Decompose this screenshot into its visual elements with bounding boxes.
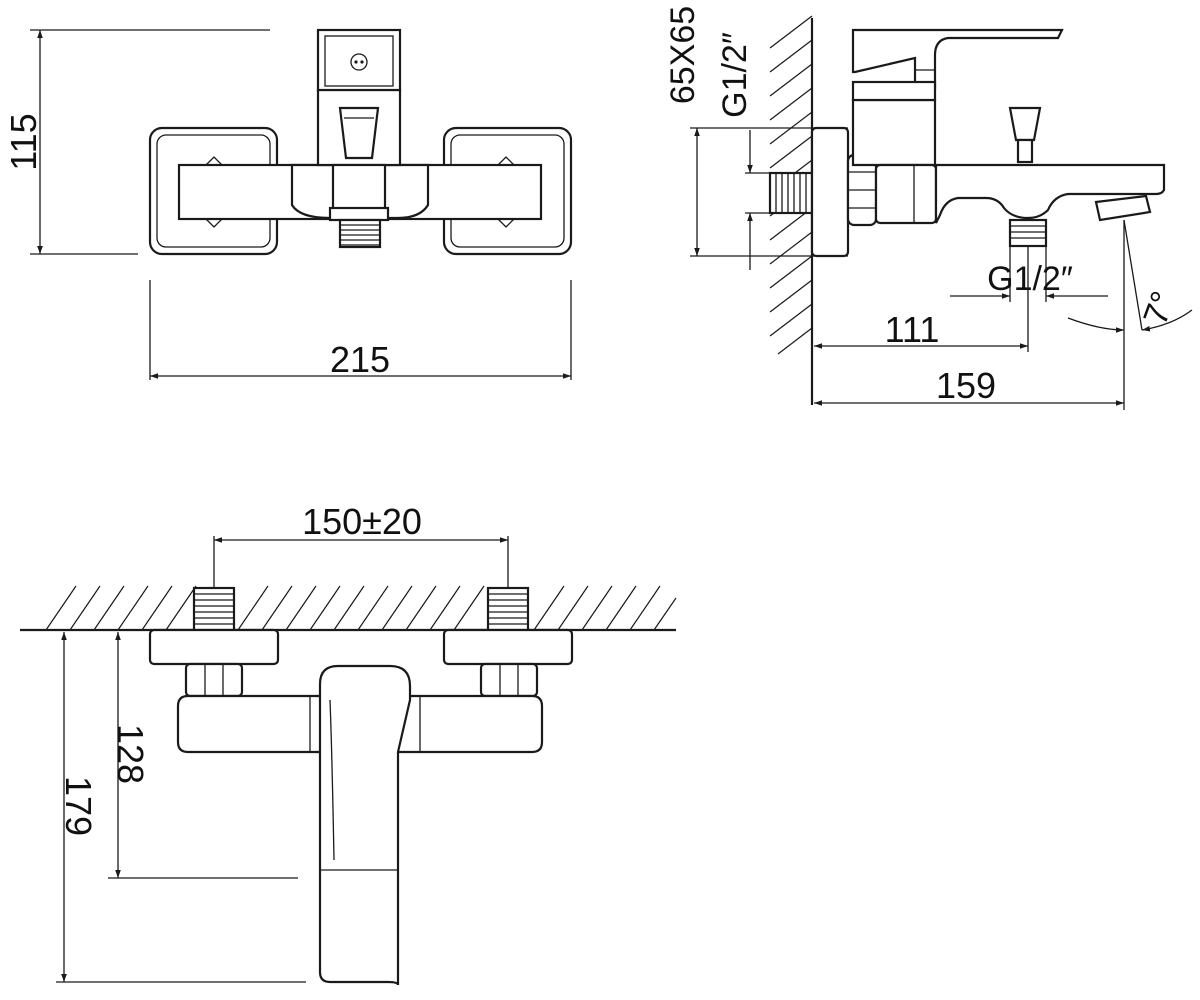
top-view: 150±20 128 179 [20, 501, 677, 986]
lever-top [318, 664, 412, 986]
wall-hatch-top [45, 585, 677, 631]
left-flange-top [148, 628, 280, 666]
left-nut-top-view [184, 662, 244, 698]
spout [934, 163, 1166, 224]
lever-pivot [851, 80, 937, 102]
left-wall-thread [192, 586, 236, 632]
lever-head [316, 28, 402, 92]
shower-outlet-thread [1008, 218, 1048, 248]
dim-128-label: 128 [110, 724, 151, 784]
lever-screw-dot-1 [354, 60, 358, 64]
outlet-block [331, 163, 387, 212]
aerator [1094, 194, 1152, 222]
right-nut-top [496, 156, 516, 166]
right-flange-top [442, 628, 574, 666]
side-view: 65X65 G1/2″ G1/2″ 111 159 7° [664, 6, 1193, 410]
right-nut-top-view [479, 662, 539, 698]
dim-150-label: 150±20 [302, 501, 422, 542]
dim-159-label: 159 [936, 365, 996, 406]
front-view: 115 215 [3, 28, 573, 380]
right-wall-thread [486, 586, 530, 632]
lever-screw [350, 53, 368, 71]
lever-screw-dot-2 [360, 60, 364, 64]
dim-215-label: 215 [330, 339, 390, 380]
inlet-thread [768, 171, 814, 215]
dim-outlet-thread-label: G1/2″ [987, 260, 1073, 298]
dim-111-label: 111 [885, 309, 940, 350]
flange [810, 126, 850, 258]
dim-angle-label: 7° [1136, 286, 1183, 330]
dim-179-label: 179 [58, 776, 99, 836]
diverter-knob-side [1008, 106, 1042, 142]
outlet-nut [328, 206, 390, 222]
dim-115-label: 115 [3, 113, 44, 170]
dim-inlet-thread-label: G1/2″ [716, 32, 754, 118]
dim-65x65-label: 65X65 [664, 6, 702, 104]
diverter-knob [338, 106, 380, 160]
body-cylinder [874, 163, 938, 225]
right-nut-bottom [496, 218, 516, 228]
left-nut-bottom [204, 218, 224, 228]
outlet-thread [338, 218, 382, 249]
lever-side [851, 28, 1064, 90]
mixer-body [851, 98, 937, 167]
left-nut-top [204, 156, 224, 166]
lever-head-inner [324, 35, 394, 87]
